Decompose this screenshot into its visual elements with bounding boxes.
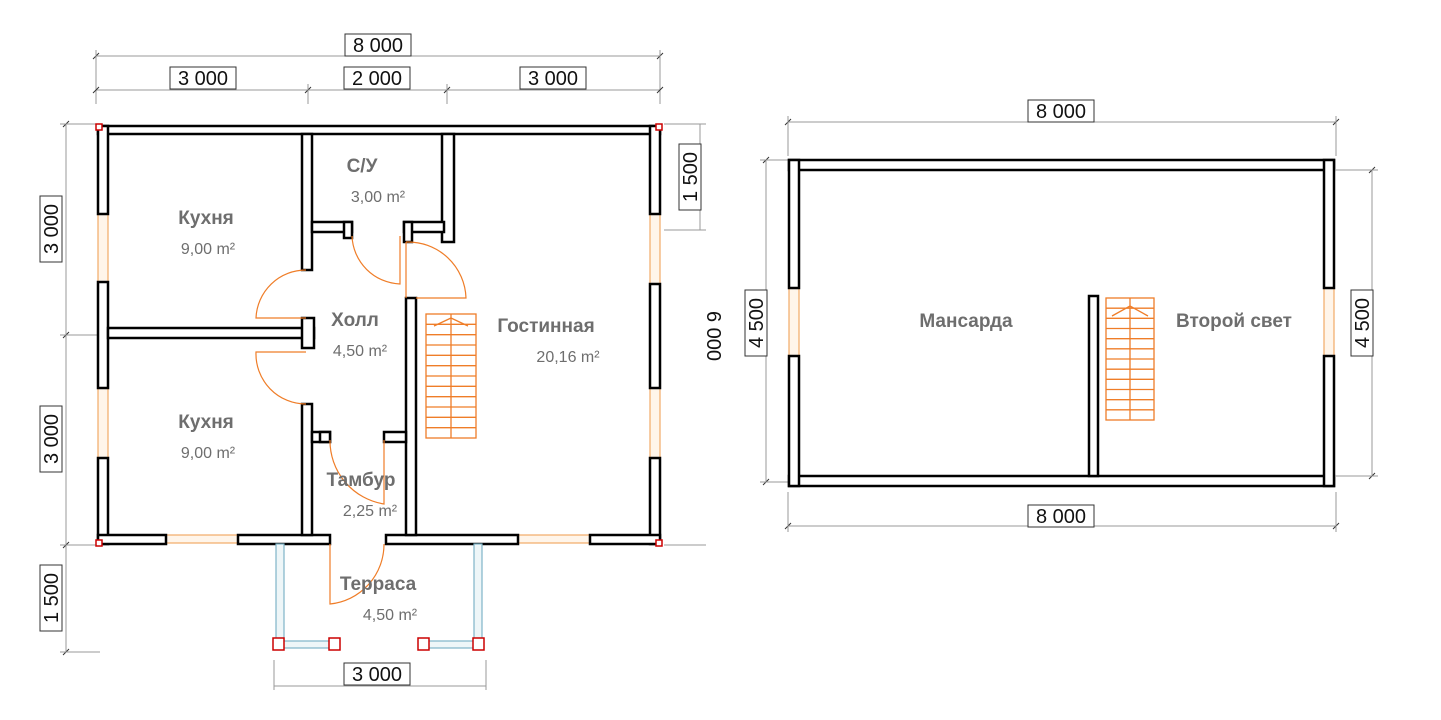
dim-right-total: 6 000 xyxy=(702,311,724,361)
room-name-wc: С/У xyxy=(347,156,378,177)
ground-walls xyxy=(96,124,662,546)
ground-room-labels: Кухня 9,00 m² С/У 3,00 m² Холл 4,50 m² Г… xyxy=(178,156,600,624)
ground-top-dimensions: 8 000 3 000 2 000 3 000 xyxy=(92,33,664,104)
room-area-kitchen-lower: 9,00 m² xyxy=(181,445,236,462)
ground-right-dimensions: 1 500 6 000 xyxy=(664,123,724,546)
room-name-living: Гостинная xyxy=(497,316,594,337)
attic-floor-plan: 8 000 8 000 4 500 4 500 xyxy=(744,99,1378,532)
dim-top-total: 8 000 xyxy=(353,35,403,57)
ground-windows xyxy=(97,213,661,544)
dim-left-terrace: 1 500 xyxy=(41,573,63,623)
corner-post xyxy=(95,123,103,131)
room-name-kitchen-upper: Кухня xyxy=(178,208,234,229)
room-area-terrace: 4,50 m² xyxy=(363,607,418,624)
ground-left-dimensions: 3 000 3 000 1 500 xyxy=(39,120,100,656)
attic-walls xyxy=(787,158,1336,488)
corner-post xyxy=(655,539,663,547)
ground-bottom-dimensions: 3 000 xyxy=(273,660,487,690)
attic-room-second-light: Второй свет xyxy=(1176,311,1292,332)
ground-doors xyxy=(255,235,467,605)
dim-top-left: 3 000 xyxy=(178,68,228,90)
dim-left-upper: 3 000 xyxy=(41,204,63,254)
attic-stairs xyxy=(1105,297,1155,421)
room-area-tambur: 2,25 m² xyxy=(343,503,398,520)
attic-dim-left: 4 500 xyxy=(746,298,768,348)
room-area-kitchen-upper: 9,00 m² xyxy=(181,241,236,258)
attic-dim-top: 8 000 xyxy=(1036,101,1086,123)
ground-floor-plan: 8 000 3 000 2 000 3 000 xyxy=(39,33,724,690)
attic-window-left xyxy=(788,287,800,357)
attic-dim-right: 4 500 xyxy=(1352,298,1374,348)
ground-stairs xyxy=(425,313,477,439)
room-area-living: 20,16 m² xyxy=(536,349,600,366)
terrace-structure xyxy=(272,543,485,651)
corner-post xyxy=(95,539,103,547)
room-area-hall: 4,50 m² xyxy=(333,343,388,360)
dim-left-lower: 3 000 xyxy=(41,414,63,464)
attic-dim-bottom: 8 000 xyxy=(1036,506,1086,528)
attic-window-right xyxy=(1323,287,1335,357)
room-name-kitchen-lower: Кухня xyxy=(178,412,234,433)
corner-post xyxy=(655,123,663,131)
dim-bottom-terrace: 3 000 xyxy=(352,664,402,686)
room-area-wc: 3,00 m² xyxy=(351,189,406,206)
attic-dimensions: 8 000 8 000 4 500 4 500 xyxy=(744,99,1378,532)
dim-right-upper: 1 500 xyxy=(680,152,702,202)
attic-room-mansard: Мансарда xyxy=(919,311,1013,332)
dim-top-right: 3 000 xyxy=(528,68,578,90)
room-name-tambur: Тамбур xyxy=(327,470,396,491)
dim-top-mid: 2 000 xyxy=(352,68,402,90)
room-name-terrace: Терраса xyxy=(340,574,417,595)
room-name-hall: Холл xyxy=(331,310,379,331)
